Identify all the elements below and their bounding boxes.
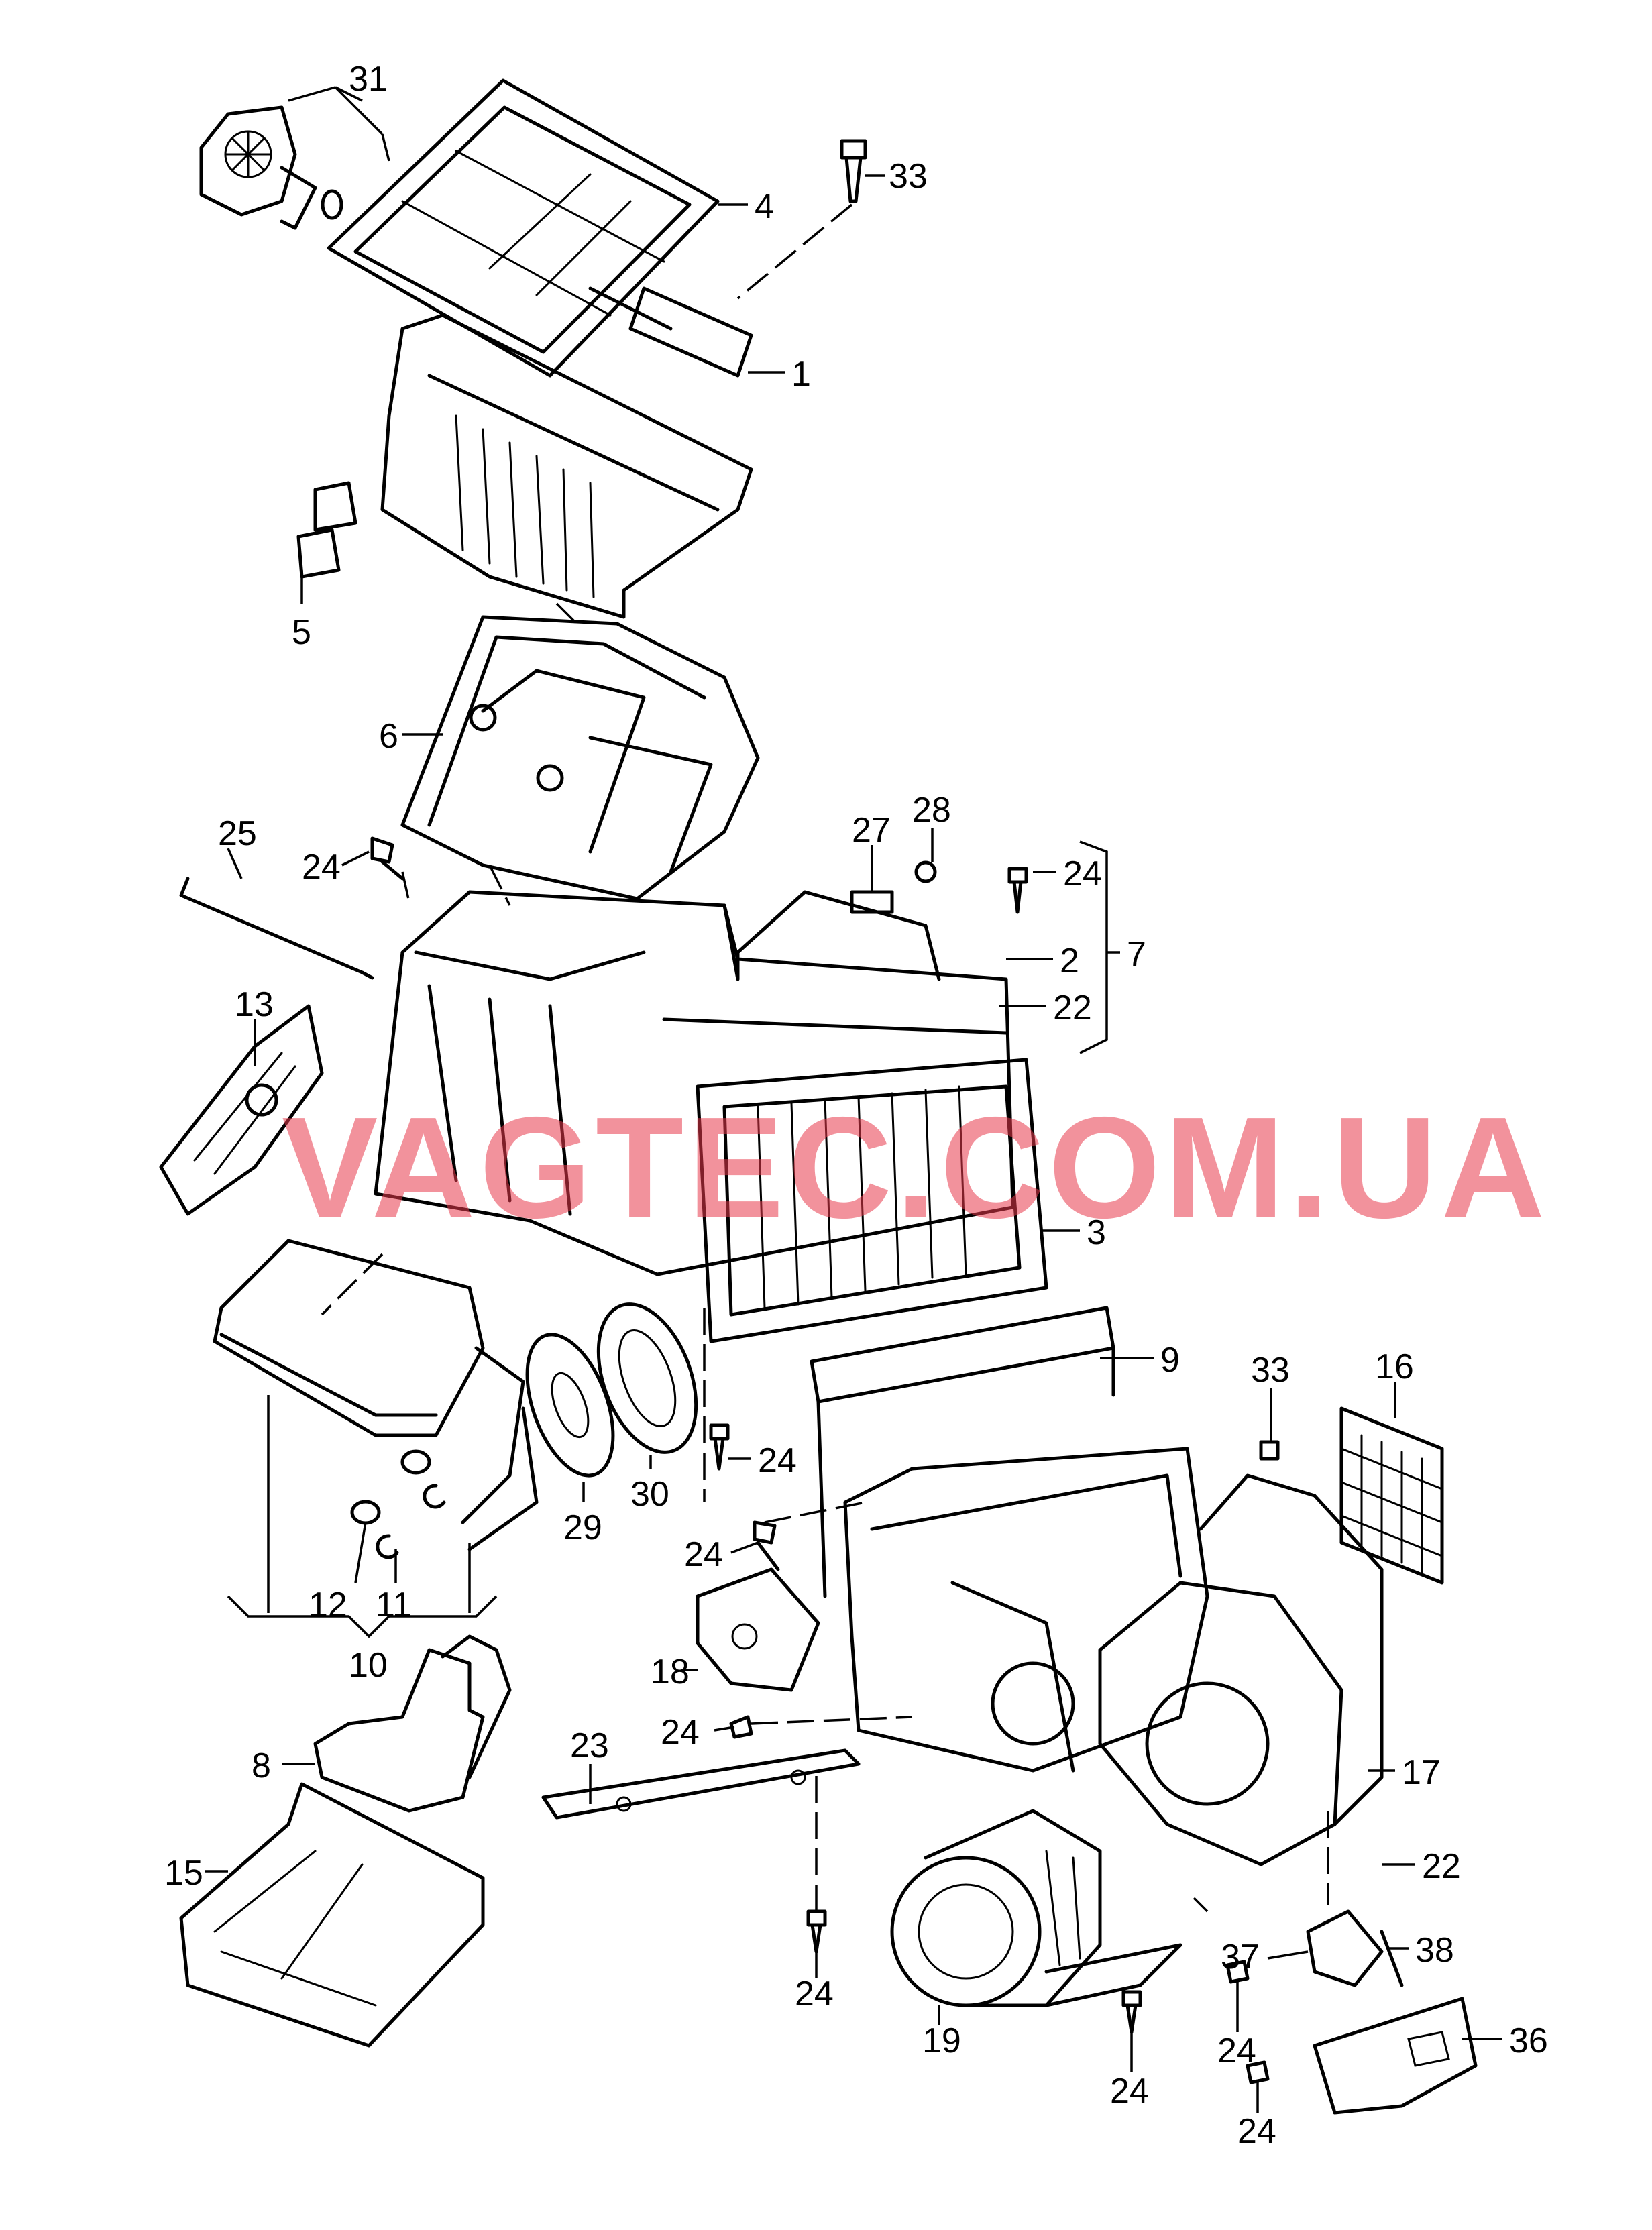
- rear-duct-part: [179, 1782, 485, 2048]
- seal-grommets-part: [525, 1302, 698, 1478]
- filter-frame-part: [327, 78, 720, 378]
- callout-8: 8: [252, 1746, 271, 1785]
- callout-24: 24: [1217, 2031, 1256, 2070]
- callout-24: 24: [302, 848, 341, 887]
- callout-9: 9: [1160, 1341, 1180, 1380]
- callout-10: 10: [349, 1646, 388, 1685]
- callout-24: 24: [661, 1713, 700, 1752]
- upper-housing-part: [296, 286, 753, 619]
- callout-24: 24: [684, 1535, 723, 1574]
- callout-36: 36: [1509, 2021, 1548, 2060]
- sensor-bracket-part: [1306, 1909, 1478, 2115]
- callout-15: 15: [164, 1854, 203, 1893]
- callout-33: 33: [1251, 1351, 1290, 1390]
- footwell-duct-part: [313, 1634, 512, 1813]
- callout-5: 5: [292, 613, 311, 652]
- callout-2: 2: [1060, 942, 1079, 981]
- callout-22: 22: [1053, 989, 1092, 1027]
- callout-23: 23: [570, 1726, 609, 1765]
- sealing-strip-part: [541, 1748, 861, 1820]
- fresh-air-servomotor-part: [696, 1567, 820, 1692]
- lower-housing-section-part: [400, 615, 760, 901]
- callout-37: 37: [1221, 1938, 1260, 1976]
- connecting-rod-part: [179, 877, 374, 980]
- pollen-filter-part: [810, 1306, 1115, 1598]
- pipe-clips-part: [350, 1449, 446, 1559]
- callout-11: 11: [376, 1585, 412, 1624]
- callout-16: 16: [1375, 1347, 1414, 1386]
- callout-17: 17: [1402, 1753, 1441, 1792]
- callout-7: 7: [1127, 935, 1146, 974]
- mesh-grille-part: [1339, 1406, 1444, 1585]
- blower-motor-part: [890, 1809, 1182, 2007]
- callout-28: 28: [912, 791, 951, 830]
- blower-housing-part: [843, 1447, 1384, 1866]
- callout-30: 30: [630, 1475, 669, 1514]
- callout-24: 24: [1237, 2112, 1276, 2151]
- callout-24: 24: [758, 1441, 797, 1480]
- callout-24: 24: [1110, 2072, 1149, 2111]
- callout-19: 19: [922, 2021, 961, 2060]
- callout-27: 27: [852, 811, 891, 850]
- callout-labels: 31 4 33 1 5 6 25 24 27 28 24 2 7 22 13 3…: [164, 60, 1548, 2151]
- callout-38: 38: [1415, 1931, 1454, 1970]
- callout-6: 6: [379, 717, 398, 756]
- flap-actuator-part: [199, 105, 343, 230]
- callout-25: 25: [218, 814, 257, 853]
- evaporator-core-part: [696, 1058, 1048, 1343]
- callout-1: 1: [791, 355, 811, 394]
- callout-3: 3: [1087, 1213, 1106, 1252]
- callout-31: 31: [349, 60, 388, 99]
- callout-12: 12: [309, 1585, 347, 1624]
- callout-4: 4: [755, 187, 774, 226]
- callout-22: 22: [1422, 1847, 1461, 1886]
- callout-24: 24: [795, 1974, 834, 2013]
- callout-13: 13: [235, 985, 274, 1024]
- heater-housing-part: [374, 890, 1015, 1276]
- callout-18: 18: [651, 1653, 690, 1691]
- callout-29: 29: [563, 1508, 602, 1547]
- callout-33: 33: [889, 157, 928, 196]
- watermark-text: VAGTEC.COM.UA: [282, 1086, 1549, 1248]
- heater-core-part: [213, 1239, 539, 1551]
- callout-24: 24: [1063, 854, 1102, 893]
- leader-lines: [205, 86, 1502, 2113]
